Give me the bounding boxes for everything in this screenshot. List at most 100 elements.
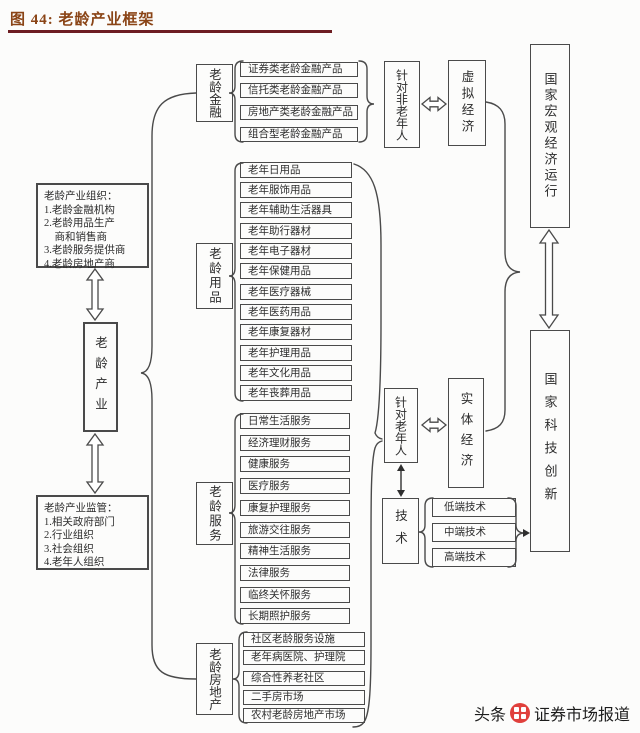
technology-label: 技术: [393, 508, 407, 554]
org-line: 老龄产业组织：: [44, 191, 118, 202]
org-line: 4.老龄房地产商: [44, 258, 115, 270]
product-item: 老年助行器材: [240, 223, 352, 239]
service-item: 旅游交往服务: [240, 522, 350, 538]
figure-title-text: 老龄产业框架: [58, 12, 155, 28]
finance-category-box: 老龄金融: [196, 64, 233, 122]
services-category-box: 老龄服务: [196, 482, 233, 545]
service-item: 健康服务: [240, 456, 350, 472]
finance-item: 信托类老龄金融产品: [240, 83, 358, 98]
economy-right-brace: [485, 101, 521, 432]
non-elderly-target-box: 针对非老年人: [384, 61, 420, 148]
product-item: 老年医药用品: [240, 304, 352, 320]
item-label: 法律服务: [248, 567, 290, 579]
products-left-brace: [228, 162, 244, 402]
item-label: 证券类老龄金融产品: [248, 64, 343, 75]
item-label: 农村老龄房地产市场: [251, 710, 346, 721]
product-item: 老年辅助生活器具: [240, 202, 352, 218]
item-label: 临终关怀服务: [248, 589, 311, 601]
item-label: 社区老龄服务设施: [251, 634, 335, 645]
org-industry-double-arrow: [85, 267, 105, 322]
industry-regulators-box: 老龄产业监管： 1.相关政府部门 2.行业组织 3.社会组织 4.老年人组织: [36, 495, 149, 570]
item-label: 组合型老龄金融产品: [248, 129, 343, 140]
tech-left-brace: [418, 497, 434, 568]
item-label: 中端技术: [444, 527, 486, 538]
nonelderly-virtual-double-arrow: [420, 96, 448, 112]
item-label: 医疗服务: [248, 480, 290, 492]
item-label: 老年保健用品: [248, 265, 311, 277]
product-item: 老年医疗器械: [240, 284, 352, 300]
figure-label: 图 44:: [10, 12, 54, 28]
item-label: 低端技术: [444, 502, 486, 513]
service-item: 经济理财服务: [240, 435, 350, 451]
item-label: 康复护理服务: [248, 502, 311, 514]
service-item: 康复护理服务: [240, 500, 350, 516]
product-item: 老年日用品: [240, 162, 352, 178]
macro-innovation-double-arrow: [538, 228, 560, 330]
service-item: 长期照护服务: [240, 608, 350, 624]
product-item: 老年文化用品: [240, 365, 352, 381]
elderly-tech-arrowhead-bottom: [397, 490, 405, 497]
tech-to-innovation-arrowhead: [523, 529, 530, 537]
item-label: 老年电子器材: [248, 245, 311, 257]
aging-industry-box: 老龄产业: [83, 322, 118, 432]
technology-box: 技术: [382, 498, 419, 564]
finance-category-label: 老龄金融: [207, 68, 221, 118]
item-label: 日常生活服务: [248, 415, 311, 427]
org-line: 商和销售商: [44, 231, 107, 243]
item-label: 老年丧葬用品: [248, 387, 311, 399]
title-underline: [8, 30, 332, 33]
regulator-line: 2.行业组织: [44, 530, 94, 541]
item-label: 房地产类老龄金融产品: [248, 107, 353, 118]
service-item: 法律服务: [240, 565, 350, 581]
product-item: 老年康复器材: [240, 324, 352, 340]
products-category-label: 老龄用品: [207, 247, 221, 305]
elderly-tech-arrowhead-top: [397, 464, 405, 471]
item-label: 长期照护服务: [248, 610, 311, 622]
figure-title: 图 44: 老龄产业框架: [10, 8, 155, 29]
real-economy-label: 实体经济: [458, 392, 473, 474]
item-label: 老年日用品: [248, 164, 301, 176]
virtual-economy-label: 虚拟经济: [459, 70, 474, 136]
finance-left-brace: [228, 60, 244, 143]
org-line: 3.老龄服务提供商: [44, 245, 126, 256]
regulator-line: 3.社会组织: [44, 543, 94, 555]
realestate-item: 农村老龄房地产市场: [243, 708, 365, 723]
finance-item: 证券类老龄金融产品: [240, 62, 358, 77]
finance-right-brace: [358, 60, 375, 143]
item-label: 经济理财服务: [248, 437, 311, 449]
org-line: 2.老龄用品生产: [44, 218, 115, 229]
virtual-economy-box: 虚拟经济: [448, 60, 486, 146]
tech-level-item: 中端技术: [432, 523, 516, 542]
realestate-item: 综合性养老社区: [243, 671, 365, 686]
watermark-account: 证券市场报道: [533, 707, 630, 724]
products-category-box: 老龄用品: [196, 243, 233, 309]
item-label: 信托类老龄金融产品: [248, 85, 343, 96]
watermark: 头条 证券市场报道: [474, 701, 630, 725]
item-label: 老年护理用品: [248, 347, 311, 359]
regulator-line: 4.老年人组织: [44, 557, 105, 568]
services-realestate-right-curve: [352, 440, 383, 728]
org-line: 1.老龄金融机构: [44, 204, 115, 216]
macro-economy-box: 国家宏观经济运行: [530, 44, 570, 228]
product-item: 老年丧葬用品: [240, 385, 352, 401]
elderly-target-box: 针对老年人: [384, 388, 418, 463]
services-left-brace: [228, 413, 244, 625]
innovation-box: 国家科技创新: [530, 330, 570, 552]
item-label: 老年病医院、护理院: [251, 652, 346, 663]
real-economy-box: 实体经济: [448, 378, 484, 488]
realestate-item: 老年病医院、护理院: [243, 650, 365, 665]
finance-item: 组合型老龄金融产品: [240, 127, 358, 142]
toutiao-logo-icon: [509, 703, 530, 723]
item-label: 老年辅助生活器具: [248, 204, 332, 216]
item-label: 精神生活服务: [248, 545, 311, 557]
watermark-source: 头条: [473, 707, 506, 724]
item-label: 综合性养老社区: [251, 673, 325, 684]
tech-level-item: 高端技术: [432, 548, 516, 567]
tech-level-item: 低端技术: [432, 498, 516, 517]
innovation-label: 国家科技创新: [542, 372, 558, 510]
item-label: 二手房市场: [251, 692, 304, 703]
product-item: 老年电子器材: [240, 243, 352, 259]
elderly-label: 针对老年人: [393, 395, 408, 456]
service-item: 日常生活服务: [240, 413, 350, 429]
